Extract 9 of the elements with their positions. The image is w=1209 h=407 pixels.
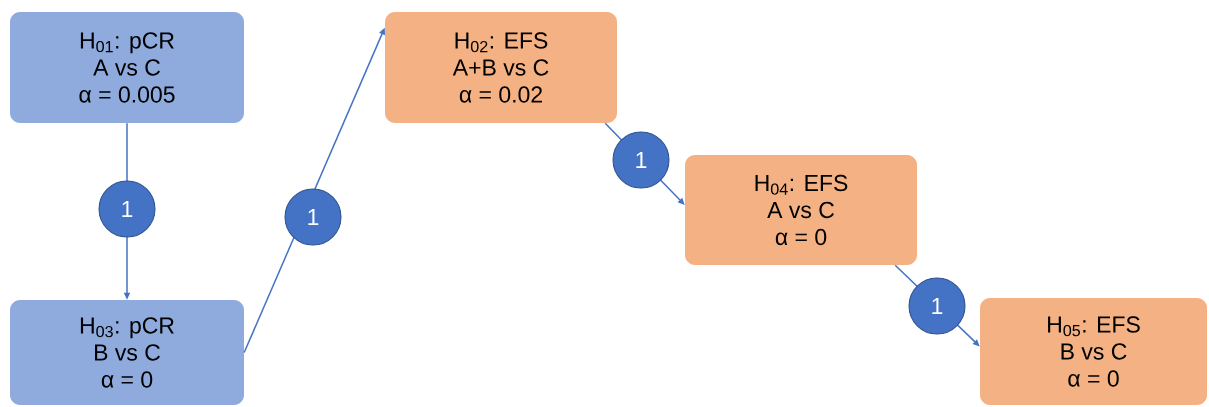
edge-label: 1 — [284, 188, 342, 246]
edge-label: 1 — [908, 277, 966, 335]
edge-label: 1 — [612, 131, 670, 189]
hypothesis-box: H$_{03}$: pCR B vs C α = 0 — [10, 300, 244, 405]
edge-label: 1 — [98, 180, 156, 238]
hypothesis-box: H$_{04}$: EFS A vs C α = 0 — [685, 155, 917, 265]
hypothesis-box: H$_{01}$: pCR A vs C α = 0.005 — [10, 12, 244, 123]
hypothesis-box: H$_{05}$: EFS B vs C α = 0 — [980, 298, 1207, 405]
hypothesis-box: H$_{02}$: EFS A+B vs C α = 0.02 — [385, 12, 617, 123]
